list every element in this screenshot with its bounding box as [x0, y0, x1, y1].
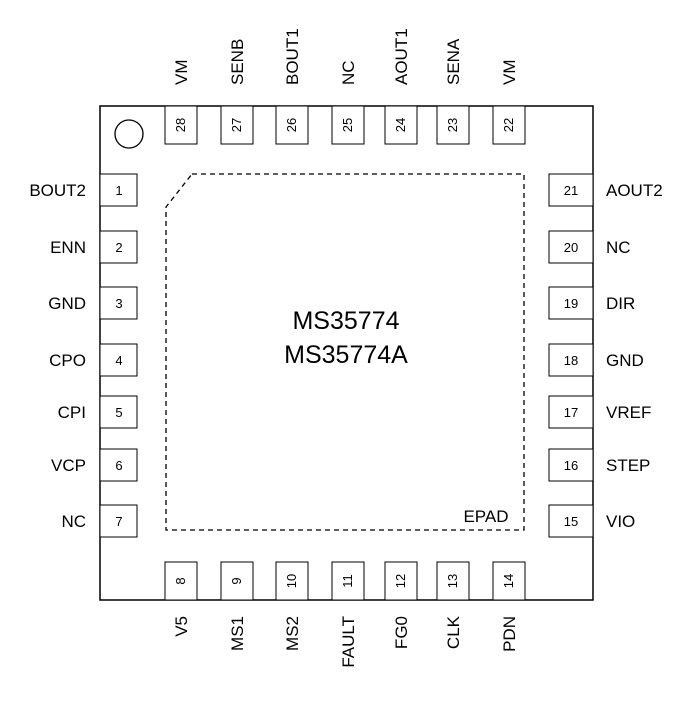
pin-number-14: 14: [501, 574, 516, 588]
pin-number-16: 16: [564, 458, 578, 473]
pin-box-5: [99, 395, 138, 429]
pin-box-12: [384, 561, 418, 601]
pin-label-28: VM: [172, 60, 191, 86]
pin-box-7: [99, 504, 138, 538]
pin-label-6: VCP: [51, 456, 86, 475]
pin-box-4: [99, 343, 138, 377]
pin-number-18: 18: [564, 353, 578, 368]
pin-number-3: 3: [115, 296, 122, 311]
pin-box-15: [548, 504, 594, 538]
pin-number-24: 24: [393, 118, 408, 132]
pin-box-28: [164, 105, 198, 145]
pin-label-7: NC: [61, 512, 86, 531]
pin-box-27: [220, 105, 254, 145]
pin-label-13: CLK: [444, 615, 463, 649]
pin-box-9: [220, 561, 254, 601]
pin-label-12: FG0: [392, 616, 411, 649]
pin-label-23: SENA: [444, 38, 463, 85]
pin-label-19: DIR: [606, 294, 635, 313]
pin-number-26: 26: [284, 118, 299, 132]
pin-number-4: 4: [115, 353, 122, 368]
pin-number-25: 25: [340, 118, 355, 132]
pin-number-15: 15: [564, 514, 578, 529]
pin-box-2: [99, 230, 138, 264]
pin-box-18: [548, 343, 594, 377]
pin-number-20: 20: [564, 240, 578, 255]
pin-label-25: NC: [339, 60, 358, 85]
package-body: [99, 105, 594, 601]
pin-box-8: [164, 561, 198, 601]
pin-number-7: 7: [115, 514, 122, 529]
pin-label-16: STEP: [606, 456, 650, 475]
pin-box-19: [548, 286, 594, 320]
pin-number-17: 17: [564, 405, 578, 420]
part-number-primary: MS35774: [292, 307, 399, 335]
pin-label-26: BOUT1: [283, 28, 302, 85]
pin-box-11: [331, 561, 365, 601]
pin-label-5: CPI: [58, 403, 86, 422]
pin-label-1: BOUT2: [29, 181, 86, 200]
pin-box-25: [331, 105, 365, 145]
pin-label-21: AOUT2: [606, 181, 663, 200]
pin-number-9: 9: [229, 577, 244, 584]
pin-number-2: 2: [115, 240, 122, 255]
pin-number-19: 19: [564, 296, 578, 311]
pin-number-21: 21: [564, 183, 578, 198]
pin-box-17: [548, 395, 594, 429]
pin-label-4: CPO: [49, 351, 86, 370]
pin-box-23: [436, 105, 470, 145]
pin-number-12: 12: [393, 574, 408, 588]
epad-label: EPAD: [463, 507, 508, 526]
epad-outline: [165, 173, 525, 531]
pin-box-16: [548, 448, 594, 482]
pin-number-5: 5: [115, 405, 122, 420]
pin-box-14: [492, 561, 526, 601]
pin-box-21: [548, 173, 594, 207]
pin-number-13: 13: [445, 574, 460, 588]
pin-number-1: 1: [115, 183, 122, 198]
pin-box-22: [492, 105, 526, 145]
pin-label-11: FAULT: [339, 616, 358, 668]
pin-label-10: MS2: [283, 616, 302, 651]
pin-label-17: VREF: [606, 403, 651, 422]
part-number-secondary: MS35774A: [284, 341, 408, 369]
pin-label-14: PDN: [500, 616, 519, 652]
pin-label-27: SENB: [228, 39, 247, 85]
pin-box-10: [275, 561, 309, 601]
pin-box-13: [436, 561, 470, 601]
pin-number-28: 28: [173, 118, 188, 132]
pin-box-24: [384, 105, 418, 145]
pin-label-2: ENN: [50, 238, 86, 257]
pin-label-3: GND: [48, 294, 86, 313]
pin-number-6: 6: [115, 458, 122, 473]
pin-box-6: [99, 448, 138, 482]
pin-number-11: 11: [340, 574, 355, 588]
pin-label-24: AOUT1: [392, 28, 411, 85]
pin-box-1: [99, 173, 138, 207]
pin-number-27: 27: [229, 118, 244, 132]
pin-label-20: NC: [606, 238, 631, 257]
pin-number-10: 10: [284, 574, 299, 588]
pin1-marker-icon: [114, 119, 144, 149]
pin-box-26: [275, 105, 309, 145]
pin-label-9: MS1: [228, 616, 247, 651]
pin-number-23: 23: [445, 118, 460, 132]
pin-box-20: [548, 230, 594, 264]
pin-label-8: V5: [172, 616, 191, 637]
pin-label-22: VM: [500, 60, 519, 86]
pin-number-22: 22: [501, 118, 516, 132]
pin-box-3: [99, 286, 138, 320]
pin-number-8: 8: [173, 577, 188, 584]
pin-label-18: GND: [606, 351, 644, 370]
pin-label-15: VIO: [606, 512, 635, 531]
